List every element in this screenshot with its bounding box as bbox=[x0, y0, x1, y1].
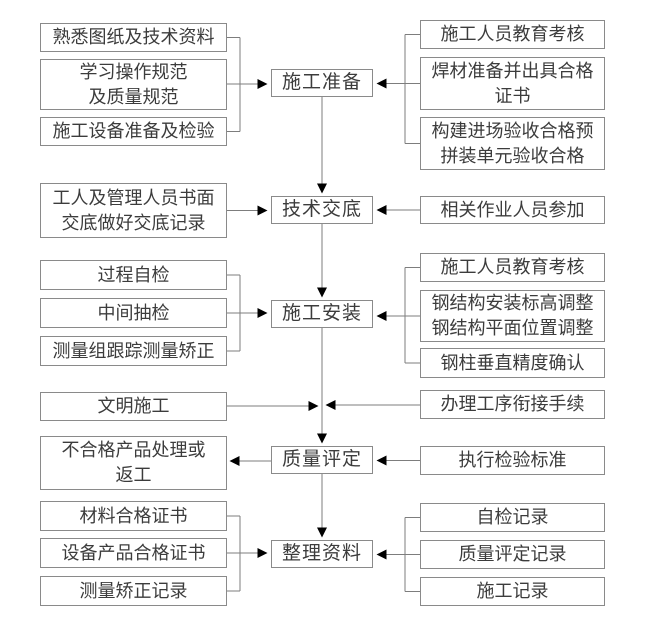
row-quality-assessment bbox=[229, 455, 420, 466]
bracket-bottom-right bbox=[376, 517, 420, 592]
node-organize-documents: 整理资料 bbox=[271, 540, 373, 568]
bracket-top-right bbox=[376, 34, 420, 144]
box-nonconforming-rework: 不合格产品处理或 返工 bbox=[40, 436, 227, 490]
box-study-specs: 学习操作规范 及质量规范 bbox=[40, 59, 227, 110]
bracket-bottom-left bbox=[227, 515, 268, 592]
box-familiarize-drawings: 熟悉图纸及技术资料 bbox=[40, 23, 227, 52]
box-survey-correction-records: 测量矫正记录 bbox=[40, 576, 227, 606]
box-component-acceptance: 构建进场验收合格预 拼装单元验收合格 bbox=[420, 117, 605, 170]
box-steel-structure-adjustment: 钢结构安装标高调整 钢结构平面位置调整 bbox=[420, 290, 605, 342]
box-self-check-records: 自检记录 bbox=[420, 503, 605, 532]
row-handover-junction bbox=[227, 400, 420, 411]
box-survey-tracking-correction: 测量组跟踪测量矫正 bbox=[40, 336, 227, 366]
box-quality-assessment-records: 质量评定记录 bbox=[420, 540, 605, 569]
box-welding-material-certificate: 焊材准备并出具合格 证书 bbox=[420, 57, 605, 110]
box-related-personnel: 相关作业人员参加 bbox=[420, 196, 605, 224]
node-quality-assessment: 质量评定 bbox=[271, 446, 373, 474]
box-worker-education-exam-2: 施工人员教育考核 bbox=[420, 253, 605, 282]
box-column-verticality-check: 钢柱垂直精度确认 bbox=[420, 348, 605, 378]
box-equipment-prep: 施工设备准备及检验 bbox=[40, 117, 227, 146]
box-construction-records: 施工记录 bbox=[420, 577, 605, 606]
node-construction-installation: 施工安装 bbox=[271, 300, 373, 328]
bracket-top-left bbox=[227, 37, 268, 132]
box-intermediate-inspection: 中间抽检 bbox=[40, 298, 227, 328]
box-civilized-construction: 文明施工 bbox=[40, 392, 227, 421]
box-inspection-standards: 执行检验标准 bbox=[420, 446, 605, 475]
row-technical-disclosure bbox=[227, 205, 420, 216]
bracket-mid-right bbox=[376, 267, 420, 364]
node-construction-preparation: 施工准备 bbox=[271, 69, 373, 97]
node-technical-disclosure: 技术交底 bbox=[271, 196, 373, 224]
box-process-handover: 办理工序衔接手续 bbox=[420, 390, 605, 419]
box-material-certificates: 材料合格证书 bbox=[40, 501, 227, 531]
box-worker-education-exam-1: 施工人员教育考核 bbox=[420, 20, 605, 49]
box-equipment-certificates: 设备产品合格证书 bbox=[40, 538, 227, 568]
box-process-self-check: 过程自检 bbox=[40, 260, 227, 290]
bracket-mid-left bbox=[227, 274, 268, 352]
box-written-disclosure: 工人及管理人员书面 交底做好交底记录 bbox=[40, 183, 227, 238]
